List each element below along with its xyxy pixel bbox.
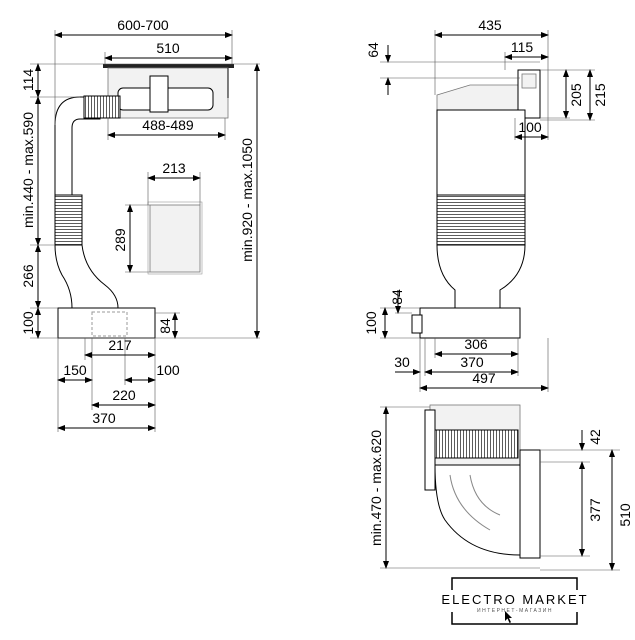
- logo-name: ELECTRO MARKET: [441, 592, 588, 607]
- dim-depth-510: 510: [617, 503, 633, 527]
- dim-height-215: 215: [592, 83, 608, 107]
- dim-height-64: 64: [365, 42, 381, 58]
- dim-duct-height: min.440 - max.590: [20, 112, 36, 228]
- dim-width-435: 435: [478, 17, 502, 33]
- dim-offset-42: 42: [587, 429, 603, 445]
- dim-base-306: 306: [464, 336, 488, 352]
- duct-s-bend: [54, 244, 119, 309]
- dim-motor-width: 213: [162, 160, 186, 176]
- base-plinth: [57, 307, 156, 339]
- side-plate: [519, 449, 541, 559]
- dim-base-inner: 84: [157, 318, 173, 334]
- side-view: 600-700 510 488-489 213 289 114 min.440 …: [20, 17, 260, 432]
- dim-base-84: 84: [389, 289, 405, 305]
- dim-motor-height: 289: [112, 228, 128, 252]
- dim-base-220: 220: [112, 387, 136, 403]
- dim-depth-377: 377: [587, 498, 603, 522]
- duct-bellows: [436, 194, 526, 246]
- dim-base-100-front: 100: [363, 311, 379, 335]
- dim-unit-width: 488-489: [142, 117, 194, 133]
- dim-cooktop-height: 114: [20, 69, 36, 92]
- dim-total-height: min.920 - max.1050: [239, 138, 255, 262]
- dim-base-height: 100: [20, 311, 36, 335]
- dim-width-100: 100: [518, 119, 542, 135]
- dim-cooktop-width: 510: [156, 40, 180, 56]
- top-view: min.470 - max.620 42 377 510: [368, 404, 633, 571]
- duct-column: [436, 109, 526, 196]
- hood-top: [436, 84, 521, 111]
- dim-depth-range: min.470 - max.620: [368, 430, 384, 546]
- dim-base-150: 150: [63, 362, 87, 378]
- dim-base-370: 370: [92, 410, 116, 426]
- dim-base-217: 217: [108, 337, 132, 353]
- dim-base-100: 100: [156, 362, 180, 378]
- front-view: 435 115 64 205 215 100 84 100 306 370 30…: [363, 17, 608, 392]
- motor-box: [149, 204, 201, 273]
- cursor-icon: [505, 611, 512, 623]
- dim-offset-30: 30: [394, 354, 410, 370]
- duct-bend-top: [434, 464, 521, 556]
- dim-base-497: 497: [472, 370, 496, 386]
- dim-overall-width: 600-700: [117, 17, 169, 33]
- front-base: [419, 307, 521, 339]
- cooktop-glass: [103, 64, 234, 68]
- electro-market-logo: ELECTRO MARKET ИНТЕРНЕТ-МАГАЗИН: [441, 577, 588, 625]
- funnel: [436, 244, 526, 309]
- dim-width-115: 115: [511, 39, 534, 55]
- logo-tagline: ИНТЕРНЕТ-МАГАЗИН: [477, 608, 553, 614]
- dim-height-205: 205: [568, 83, 584, 107]
- dim-base-370-front: 370: [460, 354, 484, 370]
- duct-bellows-vertical: [54, 194, 83, 246]
- dim-duct-lower: 266: [20, 264, 36, 288]
- fan-connector: [149, 75, 169, 113]
- duct-bellows-horizontal: [83, 95, 121, 119]
